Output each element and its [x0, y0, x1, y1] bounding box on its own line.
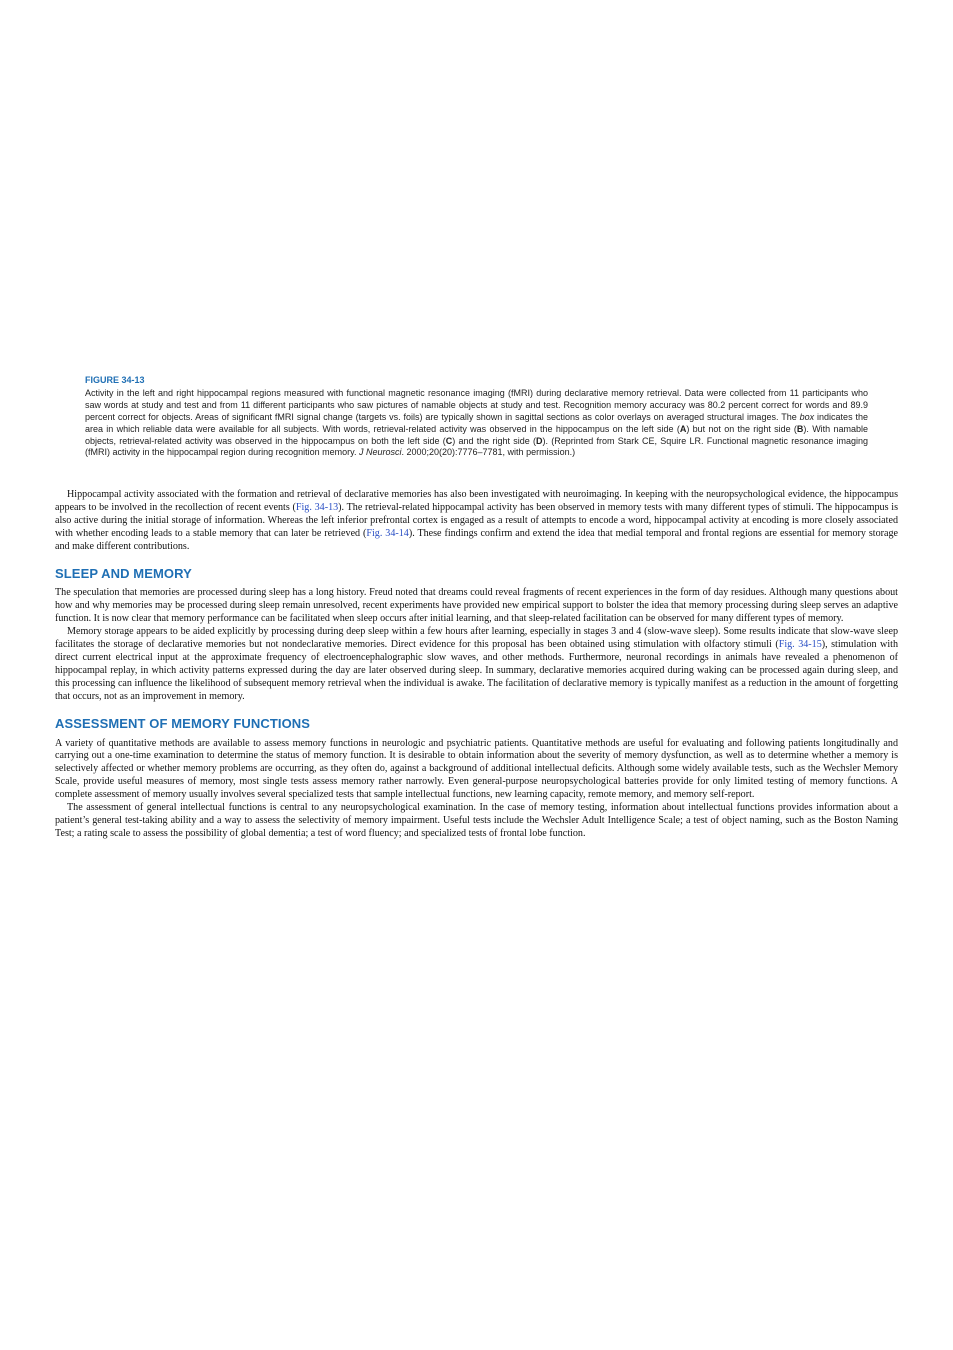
assessment-paragraph-1: A variety of quantitative methods are av… — [55, 737, 898, 801]
intro-paragraph: Hippocampal activity associated with the… — [55, 489, 899, 552]
article-body: Hippocampal activity associated with the… — [55, 489, 898, 841]
assessment-paragraph-2: The assessment of general intellectual f… — [55, 802, 898, 839]
figure-label: FIGURE 34-13 — [85, 375, 145, 385]
figure-link-34-15[interactable]: Fig. 34-15 — [778, 639, 822, 651]
sleep-paragraph-2: Memory storage appears to be aided expli… — [55, 626, 898, 702]
section-heading-assessment: ASSESSMENT OF MEMORY FUNCTIONS — [55, 715, 311, 731]
figure-link-34-14[interactable]: Fig. 34-14 — [366, 527, 409, 539]
sleep-paragraph-1: The speculation that memories are proces… — [55, 587, 898, 625]
caption-text: Activity in the left and right hippocamp… — [85, 387, 869, 458]
section-heading-sleep: SLEEP AND MEMORY — [55, 565, 192, 581]
figure-link-34-13[interactable]: Fig. 34-13 — [295, 501, 339, 513]
figure-caption: FIGURE 34-13 Activity in the left and ri… — [85, 375, 868, 459]
